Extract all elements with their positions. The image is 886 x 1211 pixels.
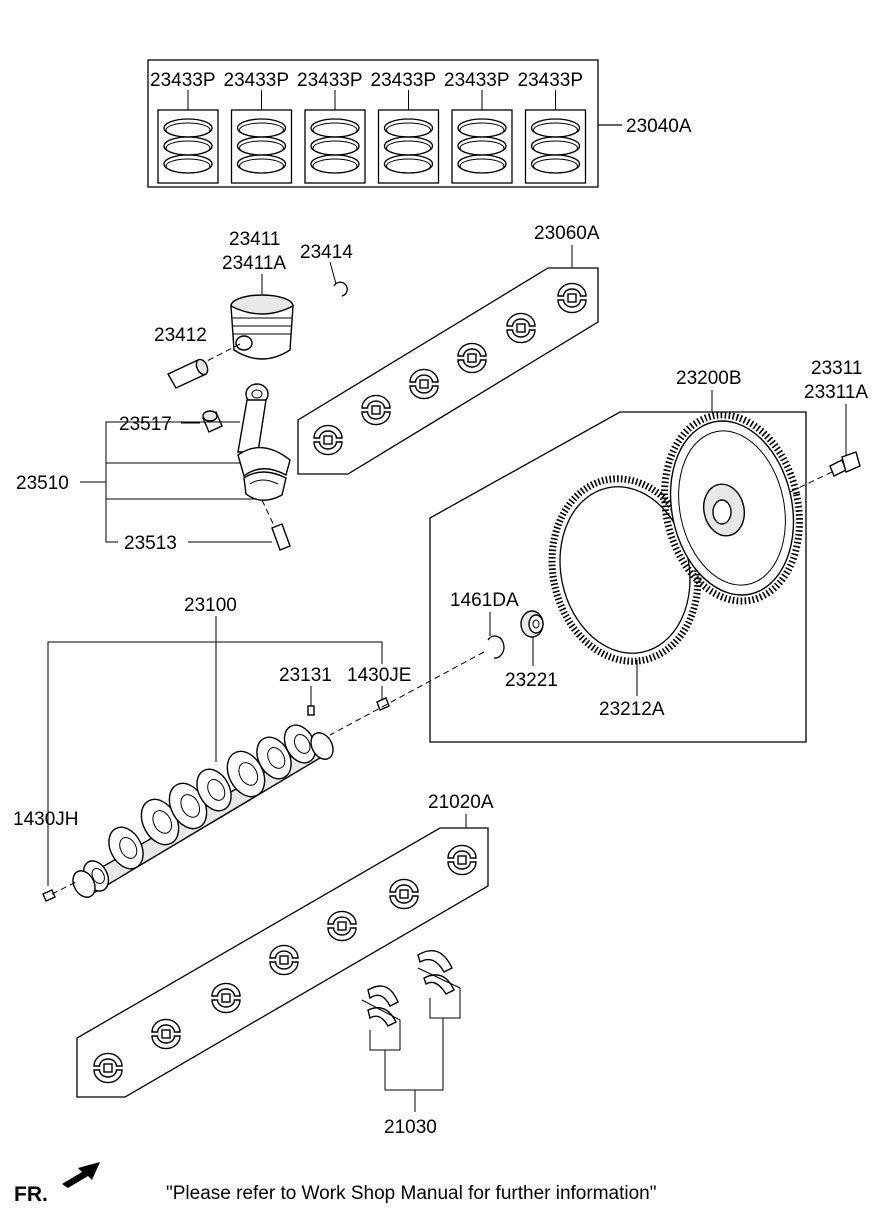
bearing-shell-icon — [447, 844, 477, 876]
label-piston: 23411 — [229, 229, 280, 250]
footer: FR. "Please refer to Work Shop Manual fo… — [14, 1162, 656, 1206]
pin-front-icon — [42, 889, 56, 902]
piston-pin-icon — [167, 358, 209, 389]
main-bearing-set-group: 21020A 21030 — [76, 792, 494, 1138]
label-ring: 23433P — [444, 70, 510, 91]
bearing-shell-icon — [361, 394, 391, 426]
bearing-shell-icon — [557, 282, 587, 314]
front-direction-arrow-icon — [62, 1162, 100, 1188]
bearing-shell-icon — [151, 1018, 181, 1050]
ring-kit-2 — [230, 90, 293, 184]
conrod-bearing-set-group: 23060A — [297, 223, 600, 475]
conrod-bearing-panel — [297, 267, 599, 475]
snap-ring-2-icon — [487, 635, 505, 659]
main-bearing-panel — [76, 827, 489, 1098]
bearing-shell-icon — [269, 944, 299, 976]
label-ring: 23433P — [297, 70, 363, 91]
ring-kit-3 — [304, 90, 366, 184]
footer-note: "Please refer to Work Shop Manual for fu… — [166, 1183, 656, 1204]
label-ring: 23433P — [150, 70, 216, 91]
bearing-shell-icon — [211, 982, 241, 1014]
label-bearing: 23221 — [505, 670, 558, 691]
label-thrust-bearing: 21030 — [384, 1117, 437, 1138]
bearing-icon — [520, 610, 544, 638]
label-ring: 23433P — [518, 70, 584, 91]
ring-kit-6 — [524, 90, 587, 184]
flywheel-icon — [661, 411, 803, 605]
label-flywheel-bolt-alt: 23311A — [804, 382, 868, 403]
bearing-shell-icon — [506, 312, 536, 344]
ring-kit-4 — [377, 90, 440, 184]
bearing-shell-icon — [409, 368, 439, 400]
label-ring: 23433P — [224, 70, 290, 91]
connecting-rod-group: 23517 23510 23513 — [16, 383, 291, 554]
label-conrod-bearing-set: 23060A — [534, 223, 600, 244]
crankshaft-icon — [72, 724, 334, 898]
ring-kit-1 — [157, 90, 219, 184]
label-ring-set: 23040A — [626, 116, 692, 137]
bearing-shell-icon — [93, 1052, 123, 1084]
piston-ring-set-group: 23040A — [147, 59, 692, 188]
thrust-bearing-icon — [361, 950, 461, 1051]
label-key: 23131 — [279, 665, 332, 686]
ring-kit-5 — [451, 90, 513, 184]
label-ring: 23433P — [371, 70, 437, 91]
label-conrod-bolt: 23513 — [124, 533, 177, 554]
label-conrod-bush: 23517 — [119, 414, 172, 435]
flywheel-group: 23200B 23311 23311A 1461DA — [429, 358, 868, 743]
label-piston-alt: 23411A — [222, 253, 286, 274]
crankshaft-group: 23100 1430JH 1430JE 23131 — [13, 595, 485, 902]
ring-set-box — [147, 59, 599, 188]
label-flywheel: 23200B — [676, 368, 742, 389]
label-pin-rear: 1430JE — [347, 665, 411, 686]
label-snap-ring: 23414 — [300, 242, 353, 263]
bearing-shell-icon — [457, 342, 487, 374]
piston-group: 23411 23411A 23414 23412 — [154, 229, 353, 389]
flywheel-panel — [429, 411, 807, 743]
bearing-shell-icon — [313, 424, 343, 456]
pin-rear-icon — [376, 697, 390, 711]
label-conrod-assy: 23510 — [16, 473, 69, 494]
label-crankshaft: 23100 — [184, 595, 237, 616]
label-main-bearing-set: 21020A — [428, 792, 494, 813]
label-ring-gear: 23212A — [599, 699, 665, 720]
piston-icon — [230, 294, 294, 360]
conrod-bolt-icon — [271, 523, 291, 551]
flywheel-bolt-icon — [829, 451, 861, 477]
front-direction-label: FR. — [14, 1183, 48, 1206]
bearing-shell-icon — [389, 878, 419, 910]
key-icon — [307, 705, 315, 716]
label-piston-pin: 23412 — [154, 325, 207, 346]
label-snap-ring-2: 1461DA — [450, 590, 519, 611]
snap-ring-icon — [333, 281, 348, 297]
label-flywheel-bolt: 23311 — [811, 358, 862, 379]
conrod-icon — [237, 383, 291, 501]
label-pin-front: 1430JH — [13, 809, 79, 830]
bearing-shell-icon — [327, 910, 357, 942]
ring-label-row: 23433P 23433P 23433P 23433P 23433P 23433P — [150, 70, 583, 91]
